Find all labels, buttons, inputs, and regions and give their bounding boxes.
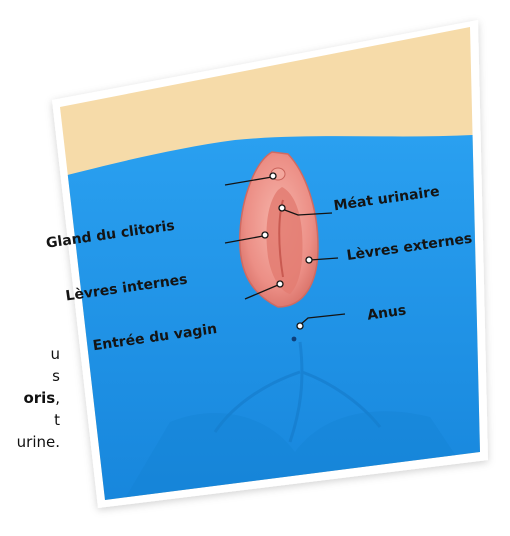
anus-dot [292,337,297,342]
anatomy-illustration-card: Gland du clitoris Méat urinaire Lèvres i… [20,22,490,507]
